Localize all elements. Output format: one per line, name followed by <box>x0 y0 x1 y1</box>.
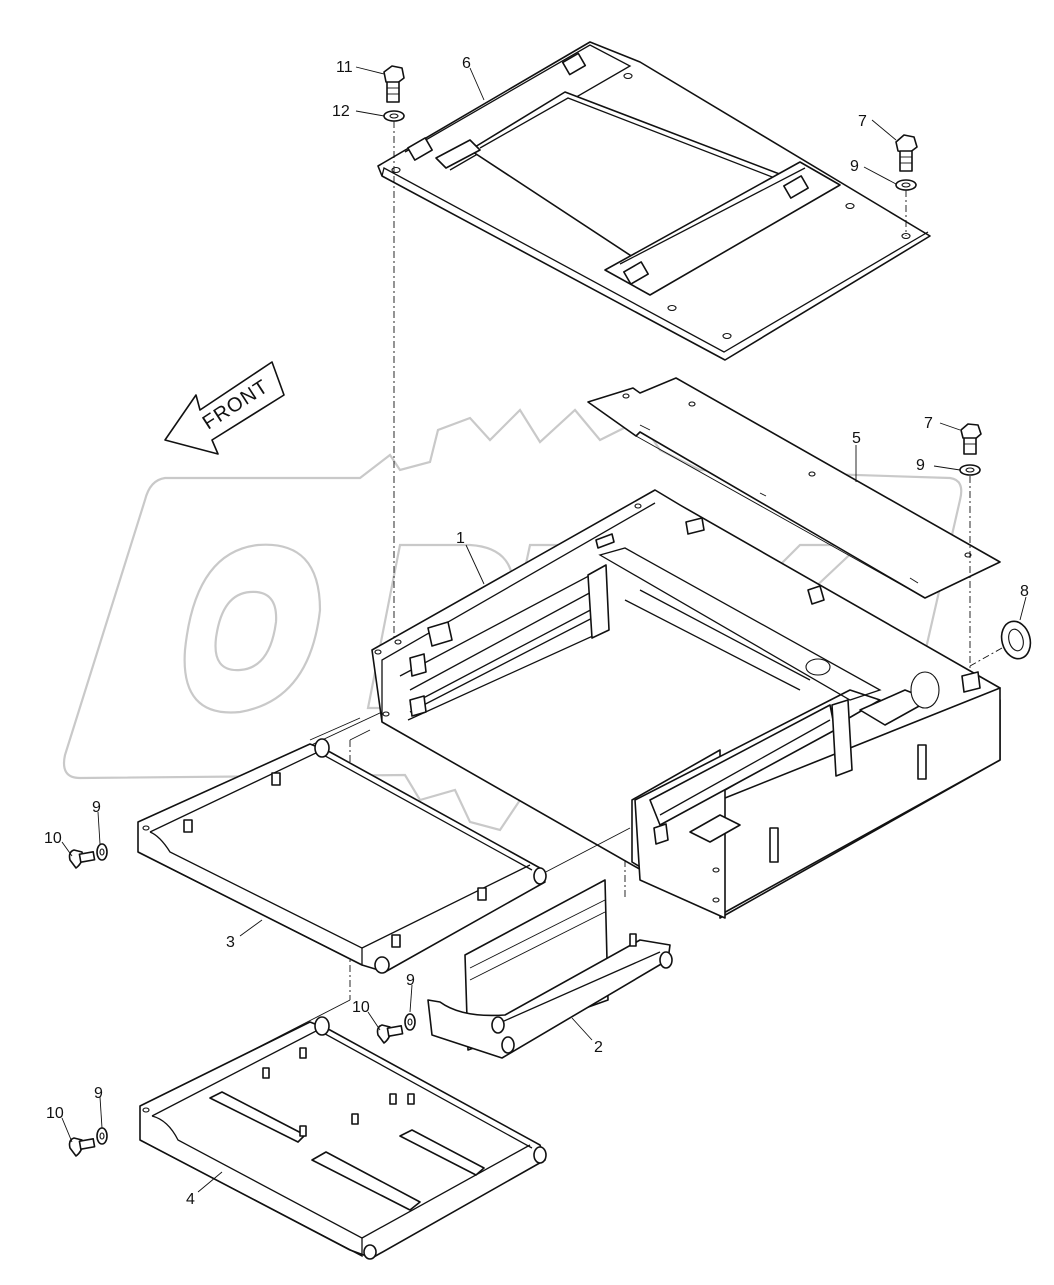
washer-12 <box>383 110 405 122</box>
callout-5: 5 <box>852 430 861 447</box>
washer-9-tray2 <box>404 1013 416 1031</box>
front-direction-arrow: FRONT <box>164 361 285 455</box>
callout-labels: 6 11 12 7 9 5 7 9 1 8 9 10 3 9 10 2 9 10… <box>44 55 1029 1208</box>
part-3-upper-tray <box>137 738 547 974</box>
washer-9-upper <box>895 179 917 191</box>
part-6-top-cover-plate <box>377 41 931 361</box>
part-4-lower-tray <box>139 1016 547 1260</box>
callout-9-tray4: 9 <box>94 1085 103 1102</box>
callout-10-tray2: 10 <box>352 999 370 1016</box>
callout-12: 12 <box>332 103 350 120</box>
bolt-7-upper <box>895 134 918 172</box>
washer-9-lower <box>959 464 981 476</box>
bolt-7-lower <box>960 423 982 455</box>
washer-9-tray4 <box>96 1127 108 1145</box>
washer-9-tray3 <box>96 843 108 861</box>
callout-1: 1 <box>456 530 465 547</box>
bolt-10-middle <box>376 1024 404 1044</box>
callout-9-lower: 9 <box>916 457 925 474</box>
callout-10-tray4: 10 <box>46 1105 64 1122</box>
callout-9-tray2: 9 <box>406 972 415 989</box>
part-5-side-plate <box>587 377 1001 599</box>
bolt-10-upper <box>68 849 96 869</box>
part-2-middle-tray <box>427 879 673 1059</box>
callout-9-tray3: 9 <box>92 799 101 816</box>
callout-8: 8 <box>1020 583 1029 600</box>
bolt-10-lower <box>68 1137 96 1157</box>
callout-7-upper: 7 <box>858 113 867 130</box>
bolt-11 <box>383 65 405 103</box>
part-8-grommet <box>1000 620 1032 660</box>
callout-6: 6 <box>462 55 471 72</box>
callout-leaders <box>61 66 1027 1193</box>
callout-11: 11 <box>336 59 353 76</box>
callout-2: 2 <box>594 1039 603 1056</box>
callout-3: 3 <box>226 934 235 951</box>
callout-4: 4 <box>186 1191 195 1208</box>
callout-7-lower: 7 <box>924 415 933 432</box>
part-1-main-frame <box>371 489 1001 919</box>
callout-10-tray3: 10 <box>44 830 62 847</box>
callout-9-upper: 9 <box>850 158 859 175</box>
